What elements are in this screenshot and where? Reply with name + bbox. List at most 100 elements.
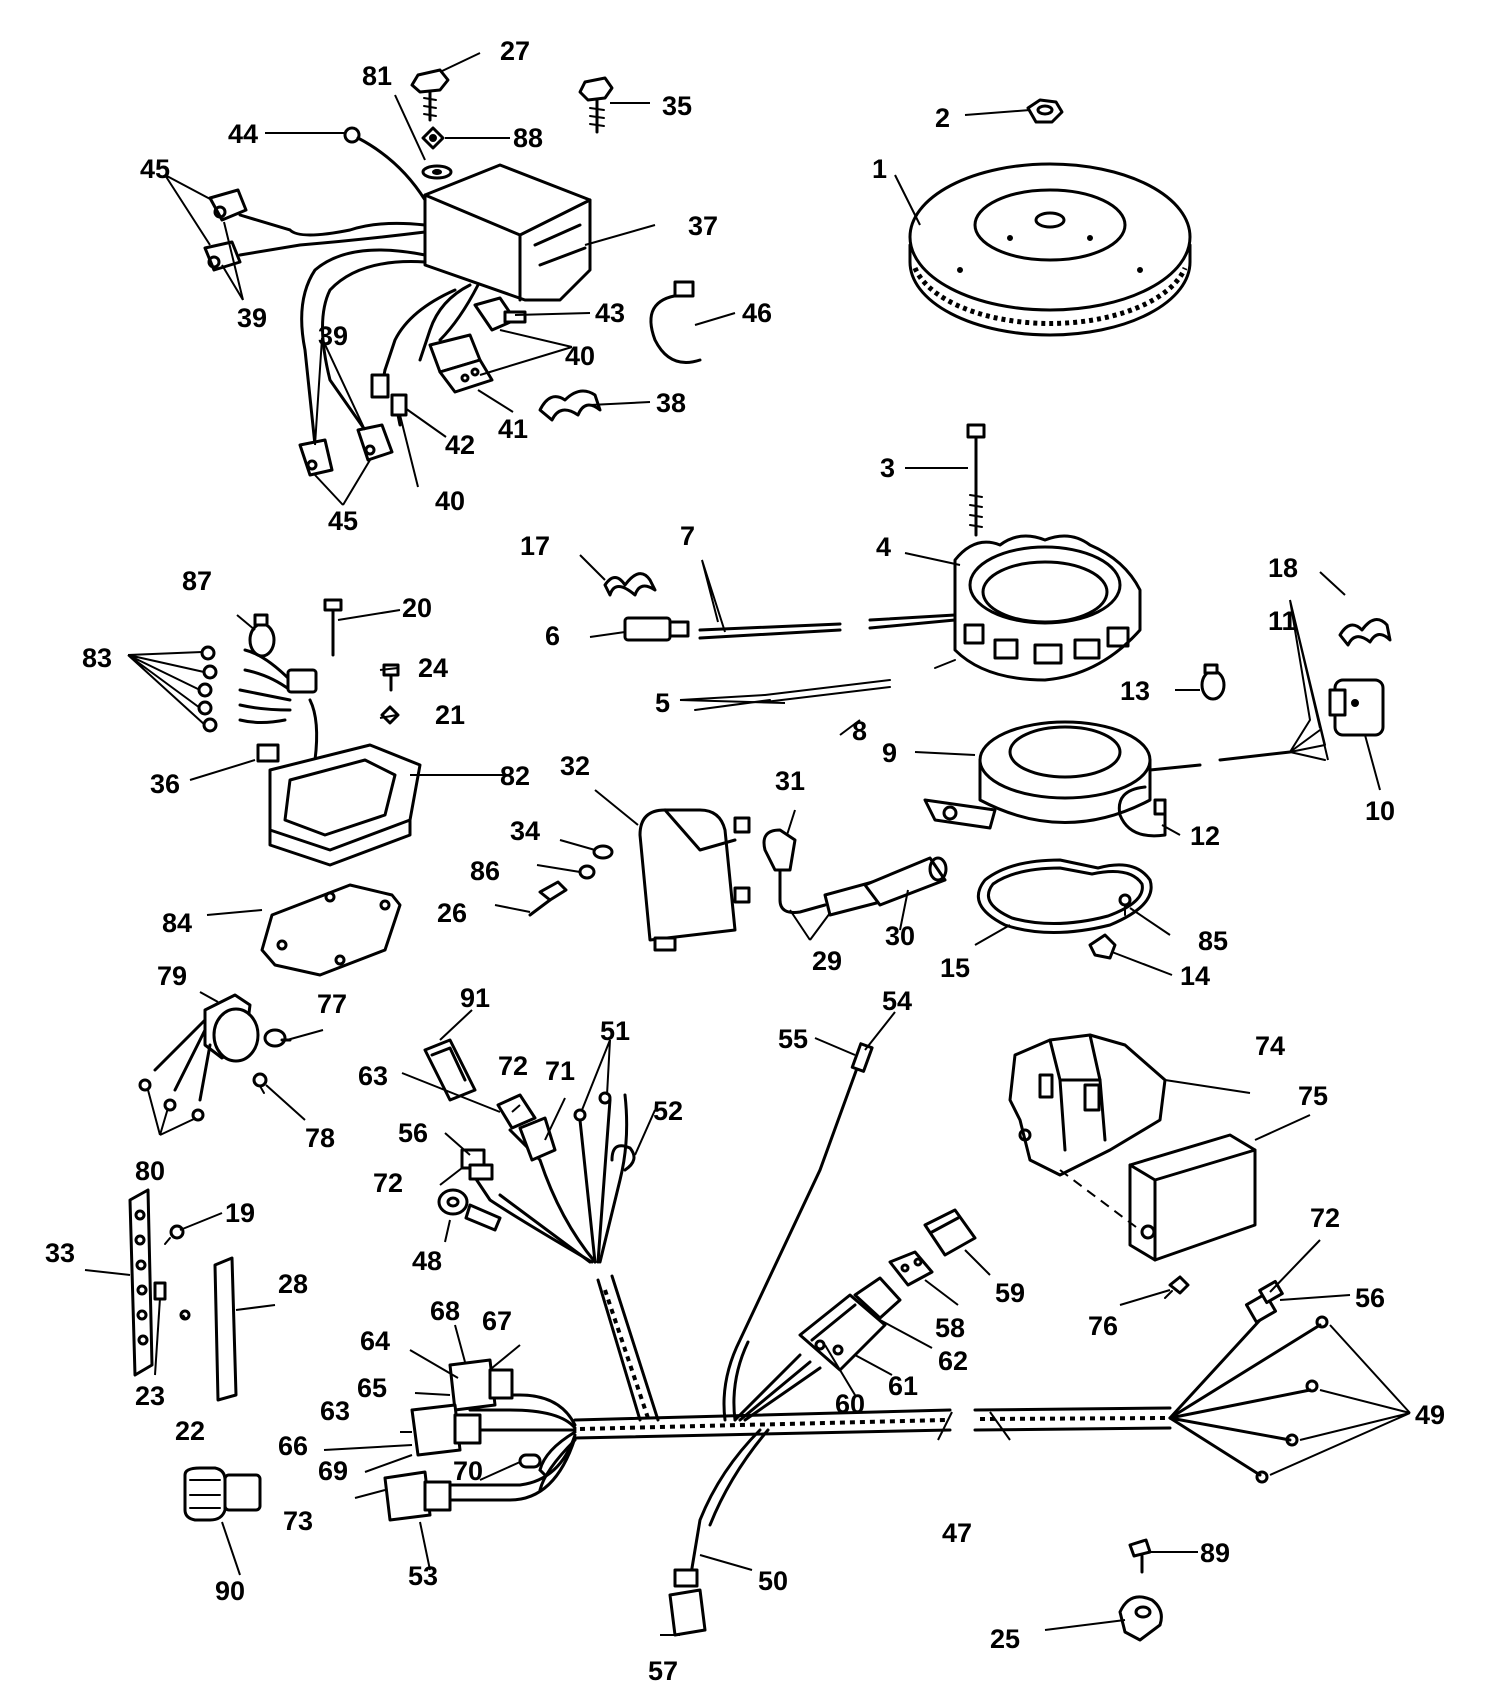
- connector-58: [888, 1250, 934, 1287]
- ring-terminal-48: [437, 1188, 502, 1232]
- label-84: 84: [162, 908, 192, 938]
- label-33: 33: [45, 1238, 75, 1268]
- label-69: 69: [318, 1456, 348, 1486]
- label-61: 61: [888, 1371, 918, 1401]
- label-52: 52: [653, 1096, 683, 1126]
- screw-19: [164, 1224, 185, 1245]
- label-24: 24: [418, 653, 448, 683]
- label-9: 9: [882, 738, 897, 768]
- label-42: 42: [445, 430, 475, 460]
- ground-lead: [343, 126, 427, 202]
- flywheel: [908, 162, 1192, 337]
- retaining-clip-38: [538, 389, 602, 422]
- spark-plug-boot-30: [863, 856, 948, 907]
- label-25: 25: [990, 1624, 1020, 1654]
- label-1: 1: [872, 154, 887, 184]
- screw-22: [179, 1309, 191, 1321]
- label-3: 3: [880, 453, 895, 483]
- timer-base-leads: [1289, 719, 1326, 761]
- label-88: 88: [513, 123, 543, 153]
- label-8: 8: [852, 716, 867, 746]
- label-47: 47: [942, 1518, 972, 1548]
- label-82: 82: [500, 761, 530, 791]
- label-27: 27: [500, 36, 530, 66]
- connector-72-upper: [496, 1093, 557, 1162]
- screw-85: [1118, 893, 1132, 916]
- connector-60-62: [733, 1276, 902, 1422]
- module-75: [1128, 1133, 1257, 1262]
- label-7: 7: [680, 521, 695, 551]
- label-90: 90: [215, 1576, 245, 1606]
- ring-terminal-52: [610, 1144, 636, 1172]
- label-44: 44: [228, 119, 258, 149]
- connector-43: [473, 296, 527, 332]
- label-31: 31: [775, 766, 805, 796]
- label-35: 35: [662, 91, 692, 121]
- label-63-upper: 63: [358, 1061, 388, 1091]
- label-40-right: 40: [565, 341, 595, 371]
- label-83: 83: [82, 643, 112, 673]
- screw-78: [252, 1072, 268, 1094]
- label-41: 41: [498, 414, 528, 444]
- screw-89: [1128, 1538, 1152, 1574]
- label-71: 71: [545, 1056, 575, 1086]
- connector-56-upper: [460, 1148, 494, 1181]
- label-15: 15: [940, 953, 970, 983]
- lead-54: [722, 1042, 874, 1422]
- retaining-ring: [976, 858, 1153, 934]
- label-40-lower: 40: [435, 486, 465, 516]
- washer-81: [421, 164, 453, 180]
- label-77: 77: [317, 989, 347, 1019]
- label-58: 58: [935, 1313, 965, 1343]
- bolt-35: [578, 76, 614, 134]
- connector-10: [1328, 678, 1385, 737]
- assembly-line: [1059, 1169, 1141, 1231]
- label-60: 60: [835, 1389, 865, 1419]
- lead-50: [668, 1428, 770, 1637]
- label-2: 2: [935, 103, 950, 133]
- label-22: 22: [175, 1416, 205, 1446]
- stator-bolt: [966, 423, 986, 537]
- label-26: 26: [437, 898, 467, 928]
- label-87: 87: [182, 566, 212, 596]
- label-38: 38: [656, 388, 686, 418]
- rectifier: [256, 743, 422, 867]
- retaining-clip-17: [603, 572, 657, 597]
- screw-76: [1164, 1275, 1190, 1299]
- label-51: 51: [600, 1016, 630, 1046]
- label-65: 65: [357, 1373, 387, 1403]
- screw-26: [528, 880, 568, 917]
- main-harness: [468, 1093, 1172, 1440]
- label-43: 43: [595, 298, 625, 328]
- label-73: 73: [283, 1506, 313, 1536]
- label-28: 28: [278, 1269, 308, 1299]
- label-76: 76: [1088, 1311, 1118, 1341]
- label-72-left: 72: [373, 1168, 403, 1198]
- module-bracket: [1008, 1033, 1167, 1177]
- label-39-lower: 39: [318, 321, 348, 351]
- connector-59: [923, 1208, 977, 1257]
- ring-terminals-51: [573, 1091, 612, 1122]
- label-56-right: 56: [1355, 1283, 1385, 1313]
- lock-washer-86: [578, 864, 596, 880]
- label-53: 53: [408, 1561, 438, 1591]
- label-45-upper: 45: [140, 154, 170, 184]
- label-74: 74: [1255, 1031, 1285, 1061]
- plug-70: [518, 1453, 542, 1469]
- stator-leads: [694, 613, 957, 711]
- wire-bundle-upper: [383, 283, 480, 372]
- label-14: 14: [1180, 961, 1210, 991]
- label-46: 46: [742, 298, 772, 328]
- label-70: 70: [453, 1456, 483, 1486]
- temperature-switch: [138, 993, 260, 1122]
- label-34: 34: [510, 816, 540, 846]
- switch-90: [183, 1466, 262, 1522]
- stator: [953, 534, 1142, 682]
- retaining-clip-18: [1338, 618, 1392, 647]
- label-79: 79: [157, 961, 187, 991]
- left-harness-leads: [438, 1393, 577, 1502]
- label-39-upper: 39: [237, 303, 267, 333]
- spark-plug-leads-upper: [203, 188, 427, 272]
- clamp-14: [1088, 933, 1117, 960]
